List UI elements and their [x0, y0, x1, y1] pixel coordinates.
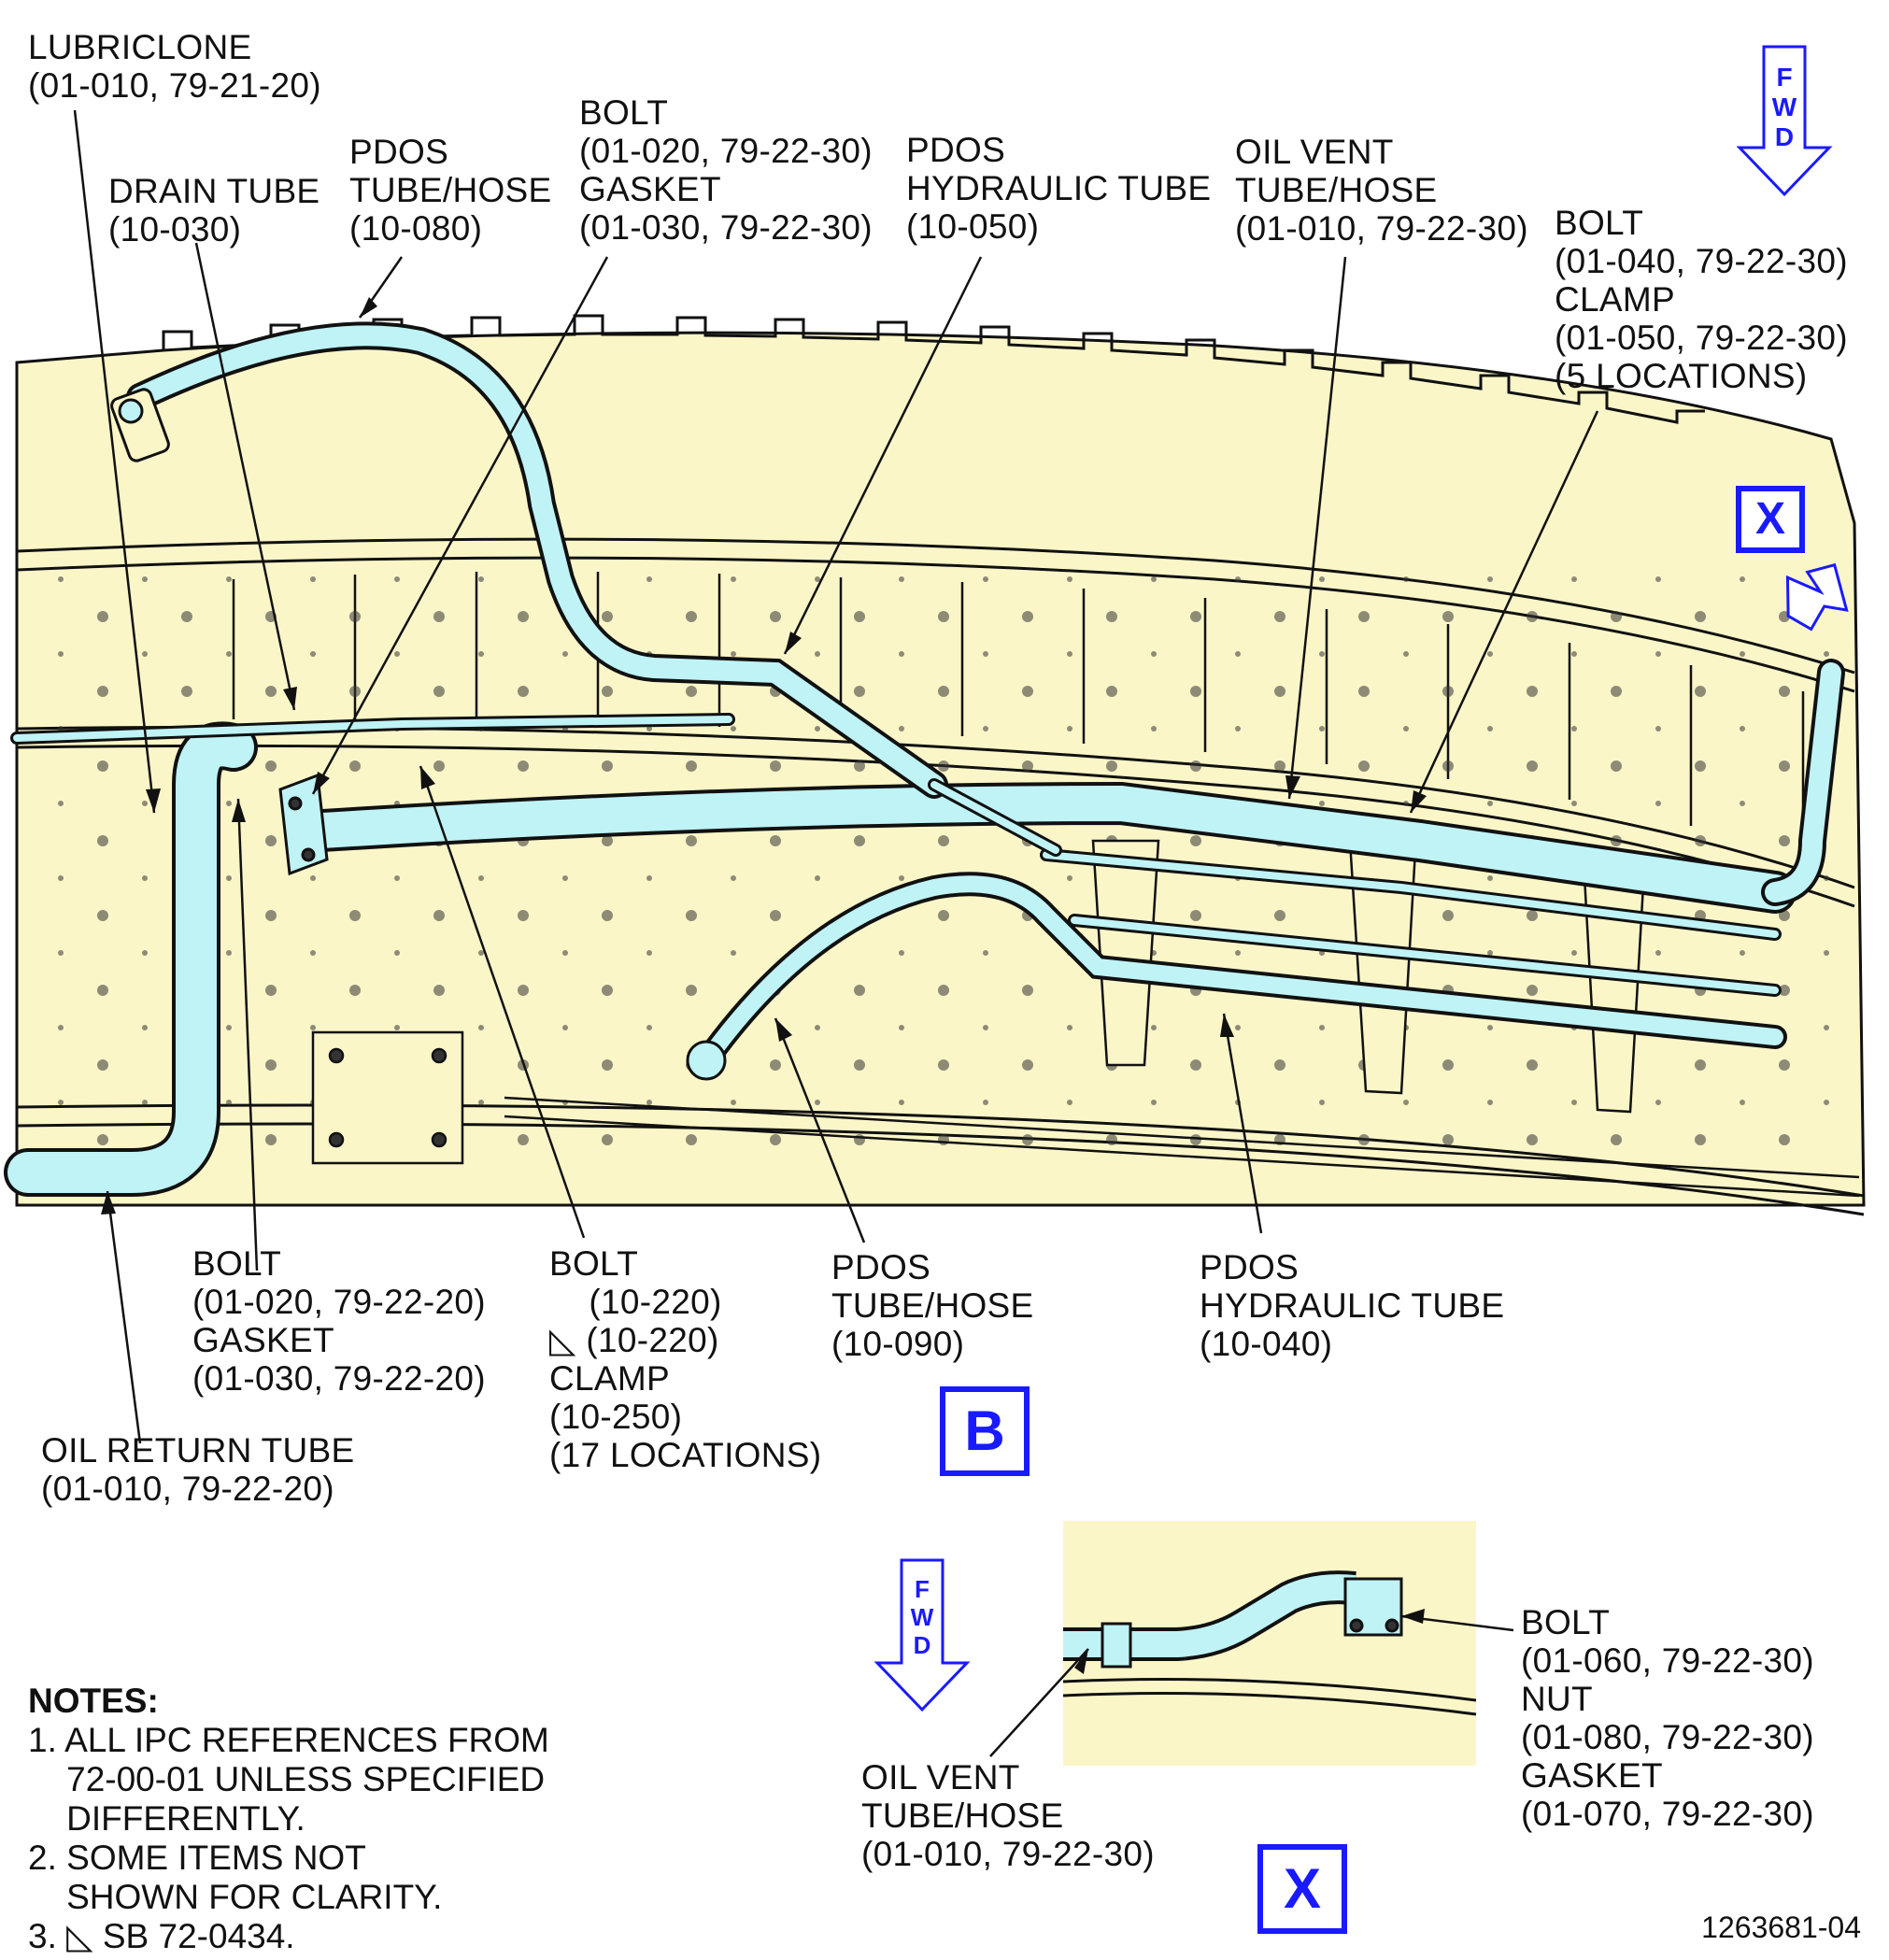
callout-bolt-gasket-79-22-20: BOLT(01-020, 79-22-20)GASKET(01-030, 79-… [192, 1244, 486, 1398]
note-item: 3. ◺ SB 72-0434. [28, 1917, 295, 1955]
svg-text:W: W [911, 1603, 934, 1631]
notes-block: NOTES: 1. ALL IPC REFERENCES FROM 72-00-… [28, 1682, 549, 1956]
detail-x-panel [1062, 1521, 1477, 1766]
view-x-pointer-arrow [1785, 562, 1849, 632]
view-marker-x[interactable]: X [1736, 486, 1805, 553]
svg-text:F: F [1776, 63, 1792, 92]
detail-arrowheads [1074, 1609, 1425, 1674]
note-item: 2. SOME ITEMS NOT SHOWN FOR CLARITY. [28, 1839, 443, 1916]
callout-lubriclone: LUBRICLONE(01-010, 79-21-20) [28, 28, 321, 105]
view-label-b: B [940, 1386, 1030, 1476]
hose-end-fitting [686, 1040, 727, 1081]
svg-text:W: W [1772, 92, 1797, 121]
tubes [4, 321, 1845, 1197]
callout-bolt-clamp-17-locations: BOLT (10-220)◺ (10-220)CLAMP(10-250)(17 … [549, 1244, 822, 1474]
fwd-arrow-main: F W D [1736, 45, 1833, 197]
leader-arrowheads [101, 297, 1427, 1214]
figure-id: 1263681-04 [1701, 1910, 1861, 1944]
notes-heading: NOTES: [28, 1682, 159, 1720]
leader-lines [73, 109, 1599, 1444]
callout-oil-return-tube: OIL RETURN TUBE(01-010, 79-22-20) [41, 1431, 355, 1508]
callout-drain-tube: DRAIN TUBE(10-030) [108, 172, 320, 249]
fwd-arrow-detail: F W D [873, 1558, 971, 1712]
view-label-x: X [1257, 1844, 1347, 1934]
callout-bolt-clamp-5-locations: BOLT(01-040, 79-22-30)CLAMP(01-050, 79-2… [1555, 204, 1848, 395]
svg-text:D: D [1775, 122, 1794, 151]
note-item: 1. ALL IPC REFERENCES FROM 72-00-01 UNLE… [28, 1721, 549, 1838]
oil-vent-flange [278, 773, 329, 876]
svg-text:D: D [914, 1631, 931, 1659]
bottom-flange [311, 1030, 1860, 1198]
callout-bolt-nut-gasket-detail: BOLT(01-060, 79-22-30)NUT(01-080, 79-22-… [1521, 1603, 1814, 1833]
svg-text:F: F [915, 1575, 930, 1603]
callout-bolt-gasket-79-22-30: BOLT(01-020, 79-22-30)GASKET(01-030, 79-… [579, 93, 873, 247]
lubriclone-fitting [110, 388, 170, 462]
